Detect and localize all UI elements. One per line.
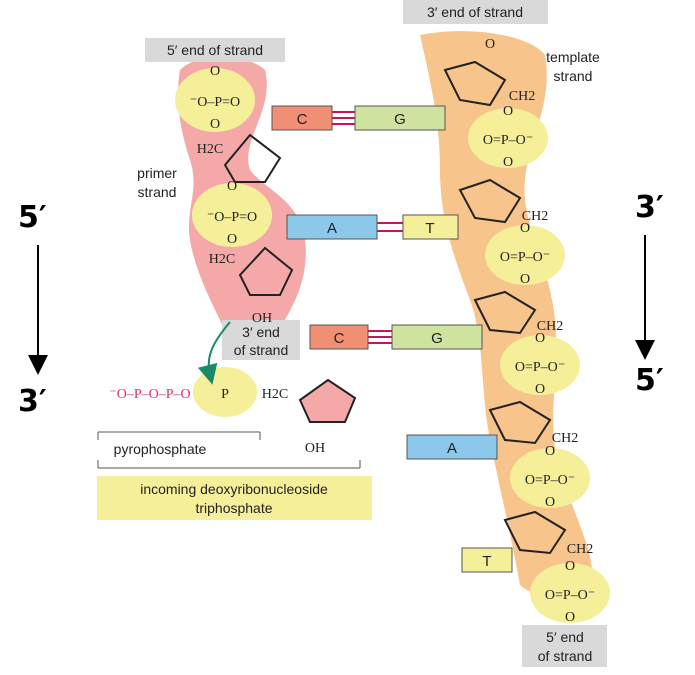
svg-text:T: T	[425, 220, 434, 237]
primer-strand-label-2: strand	[138, 184, 177, 200]
svg-text:C: C	[334, 330, 345, 347]
svg-text:OH: OH	[252, 311, 272, 326]
svg-text:CH2: CH2	[509, 89, 535, 104]
base-pair3-right	[391, 324, 483, 350]
svg-text:T: T	[482, 553, 491, 570]
svg-text:O: O	[535, 382, 545, 397]
base-unpaired-1	[406, 434, 498, 460]
svg-text:P: P	[221, 387, 229, 402]
svg-text:O: O	[227, 232, 237, 247]
template-strand-label-2: strand	[554, 68, 593, 84]
left-orientation-bottom: 3′	[18, 384, 47, 419]
primer-strand-label-1: primer	[137, 165, 177, 181]
template-phosphate-5	[530, 563, 610, 623]
template-sugar-3	[473, 290, 537, 335]
incoming-sugar	[298, 378, 357, 423]
right-orientation-top: 3′	[635, 190, 664, 225]
bottom-right-label-box	[522, 625, 607, 667]
base-pair3-left	[309, 324, 369, 350]
nucleophilic-attack-arrow	[197, 321, 231, 385]
bottom-right-label-1: 5′ end	[546, 629, 584, 645]
svg-text:A: A	[327, 220, 337, 237]
incoming-label-box	[97, 476, 372, 520]
svg-text:⁻O–P=O: ⁻O–P=O	[190, 95, 240, 110]
svg-text:G: G	[394, 111, 406, 128]
left-orientation-top: 5′	[18, 200, 47, 235]
top-left-label: 5′ end of strand	[167, 42, 263, 58]
base-unpaired-2	[461, 547, 513, 573]
svg-text:CH2: CH2	[522, 209, 548, 224]
template-phosphate-2	[485, 225, 565, 285]
base-pair1-right	[354, 105, 446, 131]
base-pair2-left	[286, 214, 378, 240]
svg-text:O: O	[545, 495, 555, 510]
top-left-label-box	[145, 38, 285, 62]
svg-text:A: A	[447, 440, 457, 457]
base-pair1-left	[271, 105, 333, 131]
template-strand-label-1: template	[546, 49, 600, 65]
svg-text:H2C: H2C	[262, 387, 288, 402]
svg-text:C: C	[297, 111, 308, 128]
primer-3end-label-2: of strand	[234, 342, 288, 358]
svg-text:H2C: H2C	[209, 252, 235, 267]
primer-sugar-2	[238, 246, 294, 296]
primer-3end-label-1: 3′ end	[242, 324, 280, 340]
primer-phosphate-2	[192, 183, 272, 247]
primer-phosphate-1	[175, 68, 255, 132]
template-phosphate-3	[500, 335, 580, 395]
svg-text:O: O	[535, 331, 545, 346]
incoming-label-2: triphosphate	[195, 500, 272, 516]
template-phosphate-1	[468, 108, 548, 168]
primer-3end-label-box	[222, 320, 300, 360]
svg-text:O: O	[227, 179, 237, 194]
svg-text:O: O	[503, 104, 513, 119]
svg-text:O=P–O⁻: O=P–O⁻	[483, 133, 533, 148]
svg-text:G: G	[431, 330, 443, 347]
svg-text:CH2: CH2	[567, 542, 593, 557]
template-sugar-4	[488, 400, 552, 445]
pyrophosphate-label: pyrophosphate	[114, 441, 207, 457]
bottom-right-label-2: of strand	[538, 648, 592, 664]
svg-text:O: O	[520, 221, 530, 236]
svg-text:CH2: CH2	[552, 431, 578, 446]
right-orientation-bottom: 5′	[635, 363, 664, 398]
svg-text:O=P–O⁻: O=P–O⁻	[545, 588, 595, 603]
incoming-label-1: incoming deoxyribonucleoside	[140, 481, 328, 497]
top-right-label-box	[403, 0, 548, 24]
template-sugar-1	[443, 60, 507, 107]
svg-text:H2C: H2C	[197, 142, 223, 157]
svg-text:O=P–O⁻: O=P–O⁻	[515, 360, 565, 375]
template-sugar-5	[503, 510, 567, 555]
svg-text:O: O	[210, 117, 220, 132]
svg-text:O: O	[565, 559, 575, 574]
svg-text:O: O	[485, 37, 495, 52]
svg-text:O: O	[545, 444, 555, 459]
svg-text:OH: OH	[305, 441, 325, 456]
svg-text:O: O	[503, 155, 513, 170]
svg-text:O=P–O⁻: O=P–O⁻	[500, 250, 550, 265]
svg-text:O: O	[520, 272, 530, 287]
svg-text:O: O	[210, 64, 220, 79]
top-right-label: 3′ end of strand	[427, 4, 523, 20]
svg-text:CH2: CH2	[537, 319, 563, 334]
svg-text:⁻O–P=O: ⁻O–P=O	[207, 210, 257, 225]
template-phosphate-4	[510, 448, 590, 508]
primer-sugar-1	[223, 133, 282, 183]
svg-text:⁻O–P–O–P–O: ⁻O–P–O–P–O	[109, 387, 190, 402]
template-sugar-2	[458, 178, 522, 224]
svg-text:O: O	[565, 610, 575, 625]
base-pair2-right	[402, 214, 459, 240]
svg-text:O=P–O⁻: O=P–O⁻	[525, 473, 575, 488]
